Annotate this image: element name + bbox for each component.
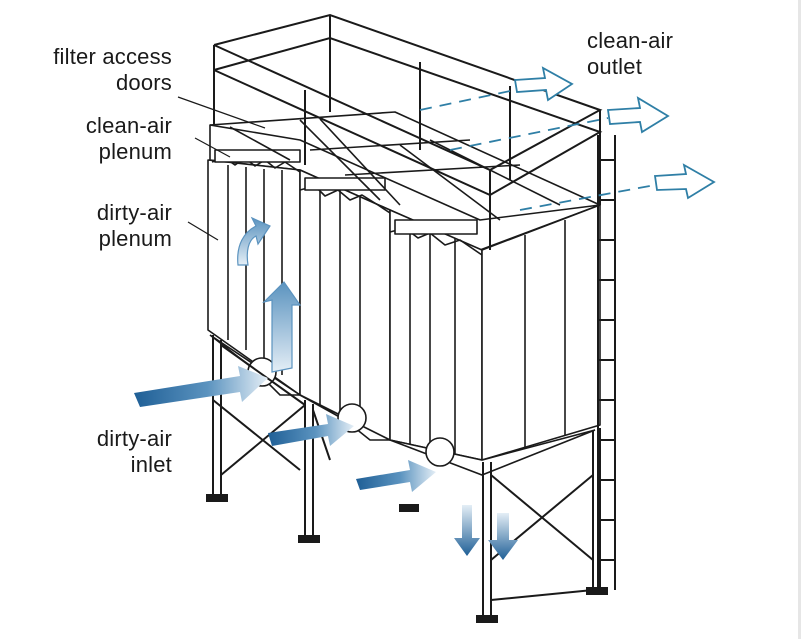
dirty-air-plenum-upflow-arrows — [237, 216, 302, 373]
dirty-air-inlet-arrows — [134, 366, 436, 492]
label-line: filter access — [53, 44, 172, 69]
label-filter-access-doors: filter access doors — [40, 44, 172, 96]
label-line: plenum — [98, 226, 172, 251]
top-railing — [213, 13, 603, 250]
label-line: doors — [115, 70, 172, 95]
label-line: dirty-air — [96, 200, 172, 225]
label-dirty-air-inlet: dirty-air inlet — [60, 426, 172, 478]
right-edge-strip — [798, 0, 801, 639]
label-line: clean-air — [587, 28, 674, 53]
label-clean-air-outlet: clean-air outlet — [587, 28, 717, 80]
access-ladder — [597, 135, 616, 590]
label-leader-lines — [177, 96, 266, 241]
dust-discharge-arrows — [454, 505, 518, 560]
collector-housing — [207, 111, 601, 461]
label-line: clean-air — [85, 113, 172, 138]
label-line: dirty-air — [96, 426, 172, 451]
label-line: outlet — [587, 54, 643, 79]
clean-air-outlet-arrows — [419, 66, 716, 211]
support-legs — [206, 335, 608, 623]
label-clean-air-plenum: clean-air plenum — [60, 113, 172, 165]
label-dirty-air-plenum: dirty-air plenum — [60, 200, 172, 252]
label-line: plenum — [98, 139, 172, 164]
label-line: inlet — [130, 452, 172, 477]
